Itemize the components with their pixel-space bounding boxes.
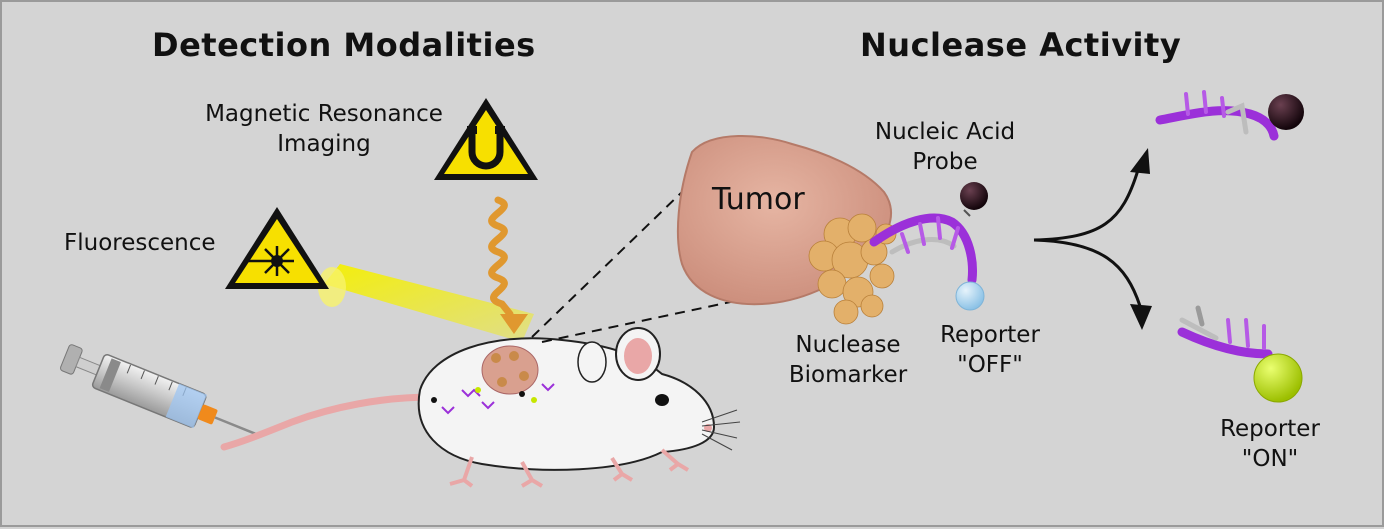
zoom-line-top bbox=[531, 191, 683, 338]
label-fluorescence: Fluorescence bbox=[64, 230, 216, 256]
cleavage-arrows bbox=[1033, 169, 1142, 307]
quencher-particle bbox=[960, 182, 988, 210]
mri-wave-arrow bbox=[488, 196, 514, 318]
nucleic-acid-probe bbox=[869, 213, 977, 285]
cleaved-fragment-quencher bbox=[1155, 90, 1279, 141]
label-nuclease-biomarker: Nuclease Biomarker bbox=[780, 330, 916, 390]
label-probe-line1: Nucleic Acid bbox=[874, 119, 1016, 145]
probe-particles bbox=[431, 383, 555, 415]
mouse bbox=[417, 327, 741, 488]
reporter-on-particle bbox=[1253, 353, 1303, 403]
label-mri: Magnetic Resonance Imaging bbox=[186, 99, 462, 159]
quencher-particle-cleaved bbox=[1268, 94, 1304, 130]
cleaved-fragment-reporter bbox=[1177, 305, 1273, 359]
label-reporter-off-line1: Reporter bbox=[940, 322, 1040, 348]
fluorescence-beam bbox=[324, 264, 534, 342]
label-reporter-on-line2: "ON" bbox=[1241, 446, 1299, 472]
label-mri-line1: Magnetic Resonance bbox=[205, 101, 443, 127]
label-mri-line2: Imaging bbox=[277, 131, 371, 157]
arrow-head-up bbox=[1130, 148, 1150, 174]
title-nuclease-activity: Nuclease Activity bbox=[860, 26, 1182, 64]
mri-arrow-head bbox=[500, 314, 528, 334]
mouse-tail bbox=[220, 393, 436, 451]
mouse-tumor bbox=[481, 345, 539, 395]
label-reporter-on-line1: Reporter bbox=[1220, 416, 1320, 442]
label-probe-line2: Probe bbox=[912, 149, 978, 175]
label-reporter-on: Reporter "ON" bbox=[1218, 414, 1322, 474]
beam-source-glow bbox=[318, 267, 346, 307]
title-detection-modalities: Detection Modalities bbox=[152, 26, 536, 64]
arrow-head-down bbox=[1130, 304, 1152, 330]
quencher-linker bbox=[963, 209, 971, 217]
label-reporter-off: Reporter "OFF" bbox=[938, 320, 1042, 380]
syringe bbox=[60, 344, 257, 436]
reporter-off-particle bbox=[955, 281, 985, 311]
magnet-warning-icon bbox=[434, 98, 538, 180]
label-nuclease-line1: Nuclease bbox=[795, 332, 901, 358]
laser-warning-icon bbox=[225, 207, 329, 289]
label-tumor: Tumor bbox=[712, 182, 805, 217]
label-nuclease-line2: Biomarker bbox=[788, 362, 908, 388]
label-reporter-off-line2: "OFF" bbox=[957, 352, 1023, 378]
label-nucleic-acid-probe: Nucleic Acid Probe bbox=[870, 117, 1020, 177]
